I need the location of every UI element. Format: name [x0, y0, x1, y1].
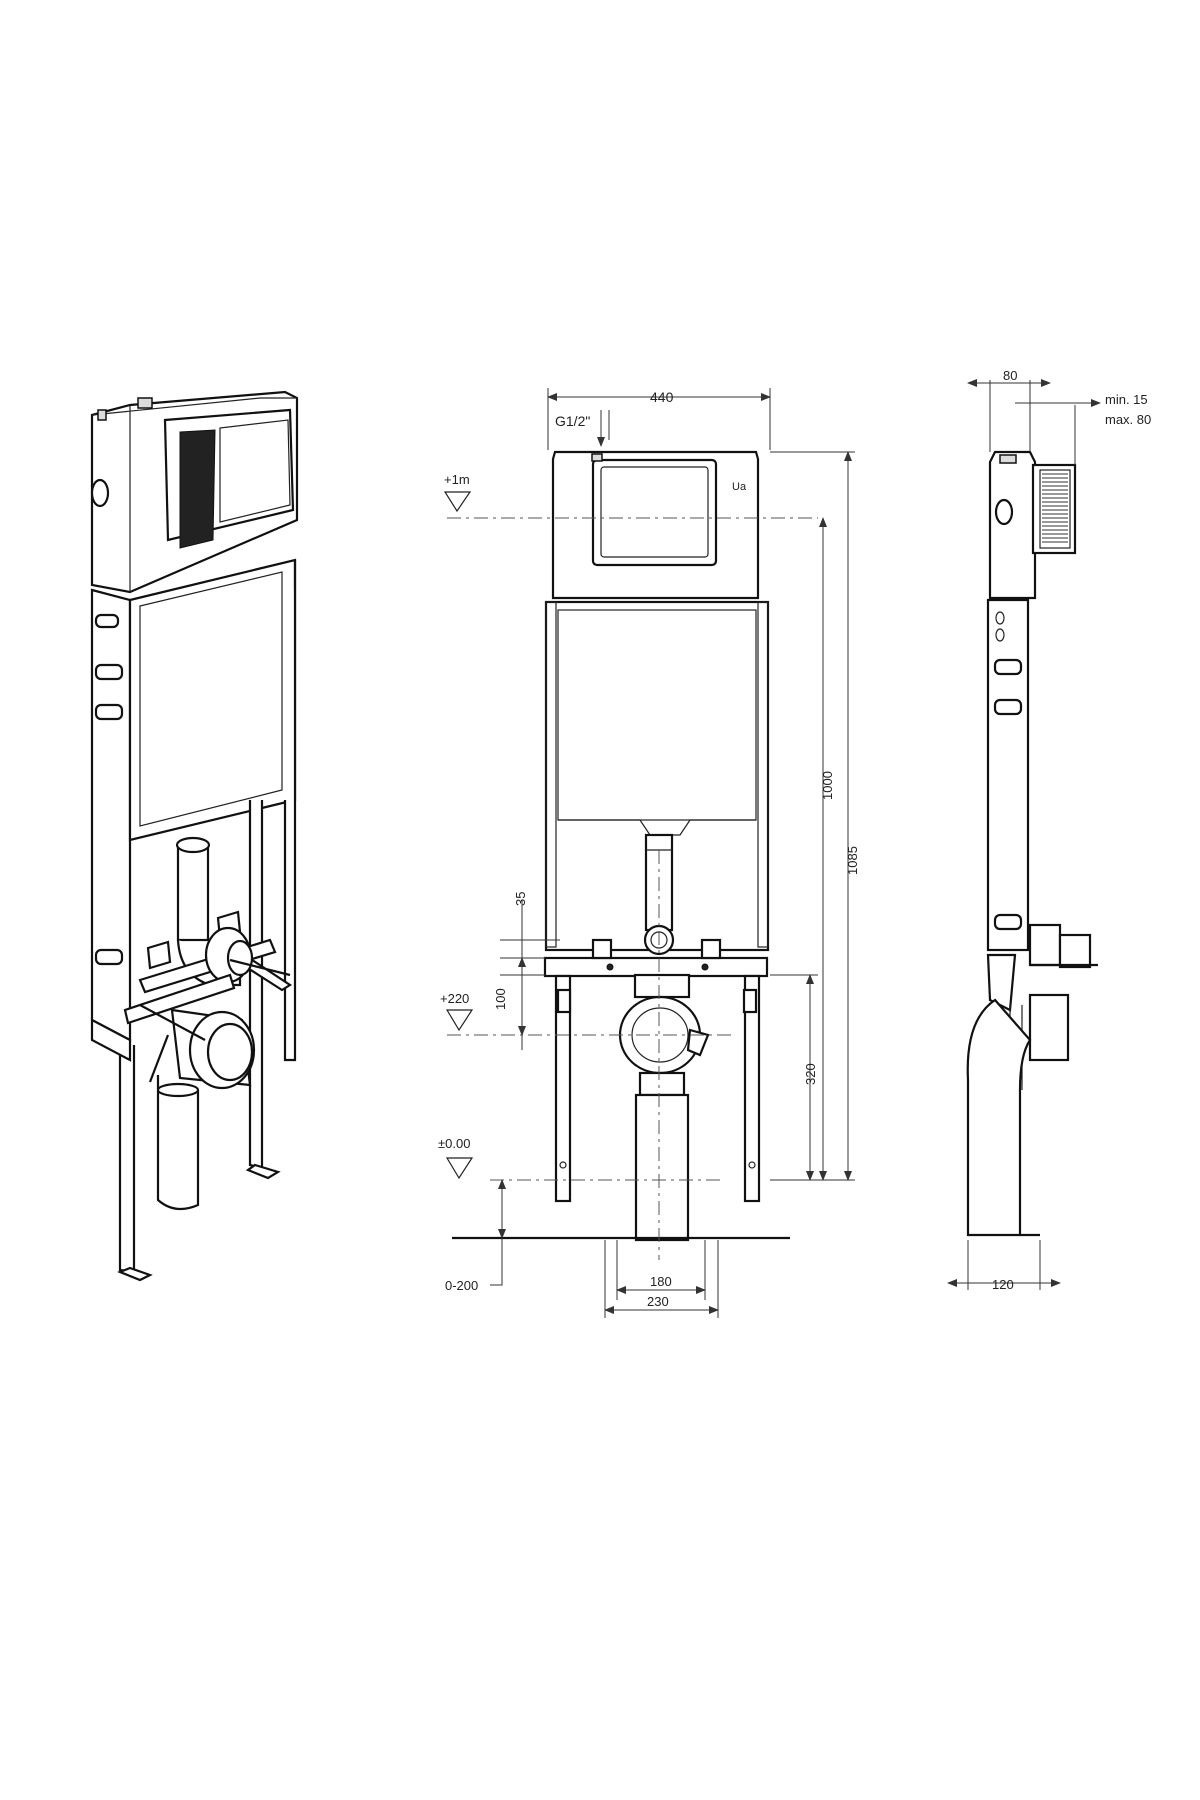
dim-1000: 1000 — [820, 771, 835, 800]
inlet-label: G1/2" — [555, 413, 590, 429]
dim-depth-120: 120 — [992, 1277, 1014, 1292]
level-plus-220: +220 — [440, 991, 469, 1006]
dim-min-15: min. 15 — [1105, 392, 1148, 407]
flush-symbol: Ua — [732, 481, 747, 493]
dim-35: 35 — [513, 892, 528, 906]
ribbed-plate — [1042, 473, 1068, 543]
isometric-view — [90, 390, 299, 1282]
dim-100: 100 — [493, 988, 508, 1010]
dim-1085: 1085 — [845, 846, 860, 875]
level-zero: ±0.00 — [438, 1136, 470, 1151]
side-view: 80 min. 15 max. 80 120 — [947, 368, 1151, 1292]
front-view: Ua — [438, 388, 860, 1318]
dim-320: 320 — [803, 1063, 818, 1085]
dim-max-80: max. 80 — [1105, 412, 1151, 427]
range-0-200: 0-200 — [445, 1278, 478, 1293]
dim-depth-80: 80 — [1003, 368, 1017, 383]
dim-180: 180 — [650, 1274, 672, 1289]
dim-230: 230 — [647, 1294, 669, 1309]
level-plus-1m: +1m — [444, 472, 470, 487]
dim-width-440: 440 — [650, 389, 674, 405]
